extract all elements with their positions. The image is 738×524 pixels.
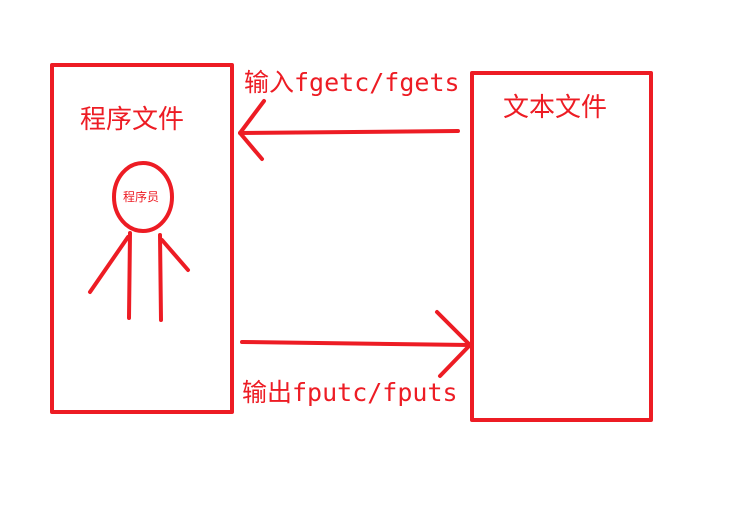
input-arrowhead bbox=[238, 99, 266, 161]
output-arrow: 输出fputc/fputs bbox=[240, 310, 472, 407]
programmer-left-leg bbox=[127, 231, 132, 320]
text-file-label: 文本文件 bbox=[503, 93, 607, 123]
programmer-right-arm bbox=[160, 238, 190, 272]
programmer-head bbox=[112, 161, 174, 233]
output-arrow-label: 输出fputc/fputs bbox=[242, 378, 458, 407]
program-file-label: 程序文件 bbox=[80, 105, 184, 135]
input-arrow-shaft bbox=[238, 129, 460, 135]
input-arrow-label: 输入fgetc/fgets bbox=[244, 68, 460, 97]
programmer-right-leg bbox=[158, 233, 163, 322]
programmer-figure: 程序员 bbox=[88, 161, 190, 322]
output-arrow-shaft bbox=[240, 340, 472, 347]
text-file-box: 文本文件 bbox=[470, 71, 653, 422]
programmer-label: 程序员 bbox=[123, 189, 159, 204]
input-arrow: 输入fgetc/fgets bbox=[238, 68, 460, 161]
programmer-left-arm bbox=[88, 235, 130, 294]
text-file-box-border bbox=[470, 71, 653, 422]
program-file-box: 程序文件 程序员 bbox=[50, 63, 234, 414]
output-arrowhead bbox=[435, 310, 472, 378]
program-file-box-border bbox=[50, 63, 234, 414]
